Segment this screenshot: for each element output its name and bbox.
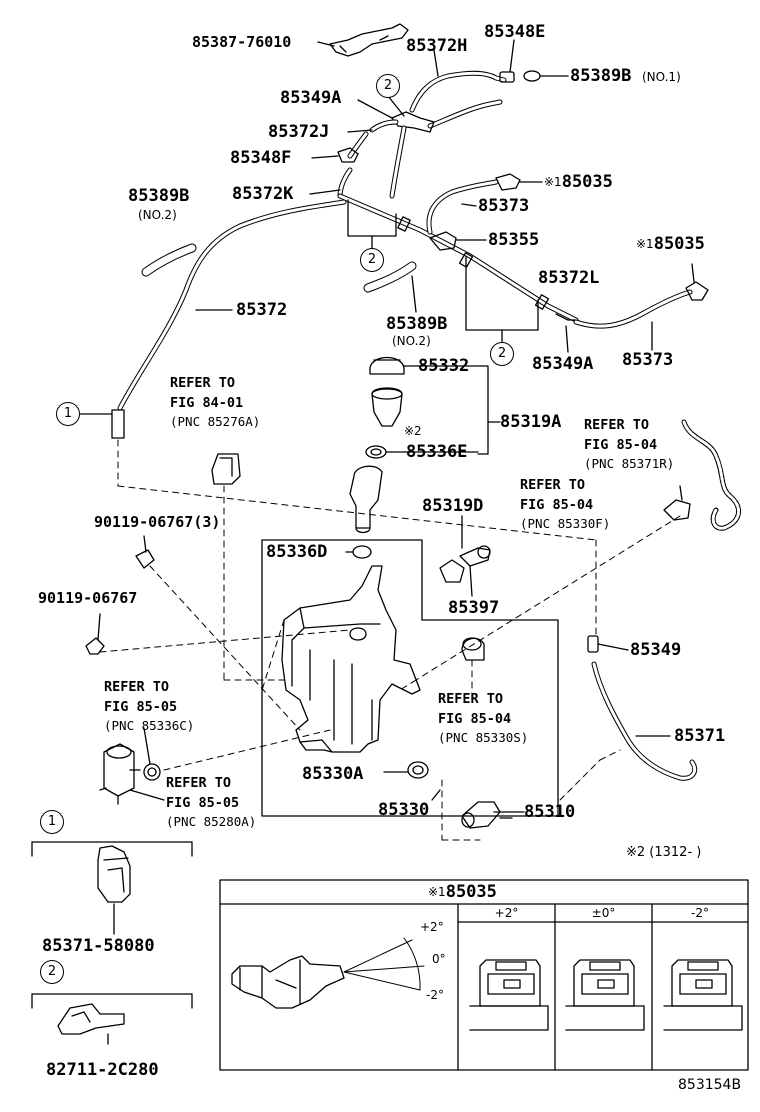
refer-85-05-a-l3: (PNC 85336C) xyxy=(104,718,195,733)
label-85397: 85397 xyxy=(448,598,500,618)
table-col-zero: ±0° xyxy=(591,906,616,920)
bracket-85387 xyxy=(329,23,409,57)
table-title-mark: ※1 xyxy=(428,885,446,899)
label-85035-b-text: 85035 xyxy=(653,234,705,254)
mark-1-a: ※1 xyxy=(544,175,562,189)
callout-2-mid: 2 xyxy=(360,248,384,272)
refer-85-05-a-l2: FIG 85-05 xyxy=(104,699,178,715)
label-85372H: 85372H xyxy=(406,36,468,56)
refer-84-01-l3: (PNC 85276A) xyxy=(170,414,261,429)
label-85035-b: ※185035 xyxy=(636,234,705,254)
refer-85-04-a-l2: FIG 85-04 xyxy=(584,437,658,453)
label-90119-a: 90119-06767(3) xyxy=(94,513,221,531)
label-85310: 85310 xyxy=(524,802,576,822)
label-85389B-left-note: (NO.2) xyxy=(138,208,177,222)
label-85389B-left: 85389B xyxy=(128,186,190,206)
label-85372K: 85372K xyxy=(232,184,294,204)
label-85349A-top: 85349A xyxy=(280,88,342,108)
diagram-code: 853154B xyxy=(678,1077,742,1093)
refer-85-05-a-l1: REFER TO xyxy=(104,679,170,695)
connector-plus2 xyxy=(469,959,549,1031)
reservoir-tank xyxy=(281,565,421,753)
label-85389B-top: 85389B xyxy=(570,66,632,86)
connector-minus2 xyxy=(663,959,743,1031)
refer-85-04-c-l3: (PNC 85330S) xyxy=(438,730,529,745)
label-85372L: 85372L xyxy=(538,268,600,288)
label-85319A: 85319A xyxy=(500,412,562,432)
callout-2-top: 2 xyxy=(376,74,400,98)
refer-85-04-b-l1: REFER TO xyxy=(520,477,586,493)
label-85319D: 85319D xyxy=(422,496,484,516)
label-85373-b: 85373 xyxy=(622,350,674,370)
label-85389B-mid-note: (NO.2) xyxy=(392,334,431,348)
table-col-minus2: -2° xyxy=(691,906,709,920)
label-85330A: 85330A xyxy=(302,764,364,784)
label-85336D: 85336D xyxy=(266,542,328,562)
label-85348E: 85348E xyxy=(484,22,546,42)
refer-85-04-c-l2: FIG 85-04 xyxy=(438,711,512,727)
label-85373-a: 85373 xyxy=(478,196,530,216)
label-82711: 82711-2C280 xyxy=(46,1060,159,1080)
label-85336E: 85336E xyxy=(406,442,468,462)
refer-85-04-a-l1: REFER TO xyxy=(584,417,650,433)
label-85389B-top-note: (NO.1) xyxy=(642,70,681,84)
connector-zero xyxy=(565,959,645,1031)
label-85035-a: ※185035 xyxy=(544,172,613,192)
table-title-text: 85035 xyxy=(445,882,497,902)
mark-2-a: ※2 xyxy=(404,424,422,438)
callout-2-right: 2 xyxy=(490,342,514,366)
label-85332: 85332 xyxy=(418,356,470,376)
label-85387: 85387-76010 xyxy=(192,33,292,51)
refer-85-04-b-l2: FIG 85-04 xyxy=(520,497,594,513)
angle-minus2: -2° xyxy=(426,988,444,1002)
callout-1-legend: 1 xyxy=(40,810,64,834)
callout-2-legend: 2 xyxy=(40,960,64,984)
refer-85-05-b-l3: (PNC 85280A) xyxy=(166,814,257,829)
refer-85-04-b-l3: (PNC 85330F) xyxy=(520,516,611,531)
reservoir-frame xyxy=(261,539,559,817)
label-85349A-mid: 85349A xyxy=(532,354,594,374)
table-frame xyxy=(219,879,749,1071)
table-col-plus2: +2° xyxy=(494,906,519,920)
label-90119-b: 90119-06767 xyxy=(38,589,138,607)
label-85372: 85372 xyxy=(236,300,288,320)
label-85035-a-text: 85035 xyxy=(561,172,613,192)
refer-85-05-b-l2: FIG 85-05 xyxy=(166,795,240,811)
label-85371-58080: 85371-58080 xyxy=(42,936,155,956)
label-85371: 85371 xyxy=(674,726,726,746)
angle-plus2: +2° xyxy=(420,920,444,934)
label-85389B-mid: 85389B xyxy=(386,314,448,334)
note-2-date: ※2 (1312- ) xyxy=(626,845,702,860)
refer-85-04-c-l1: REFER TO xyxy=(438,691,504,707)
refer-85-05-b-l1: REFER TO xyxy=(166,775,232,791)
refer-84-01-l2: FIG 84-01 xyxy=(170,395,244,411)
refer-85-04-a-l3: (PNC 85371R) xyxy=(584,456,675,471)
table-title: ※185035 xyxy=(428,882,497,902)
label-85330: 85330 xyxy=(378,800,430,820)
label-85372J: 85372J xyxy=(268,122,330,142)
refer-84-01-l1: REFER TO xyxy=(170,375,236,391)
angle-zero: 0° xyxy=(432,952,446,966)
callout-1-hose: 1 xyxy=(56,402,80,426)
mark-1-b: ※1 xyxy=(636,237,654,251)
label-85349: 85349 xyxy=(630,640,682,660)
label-85348F: 85348F xyxy=(230,148,292,168)
label-85355: 85355 xyxy=(488,230,540,250)
